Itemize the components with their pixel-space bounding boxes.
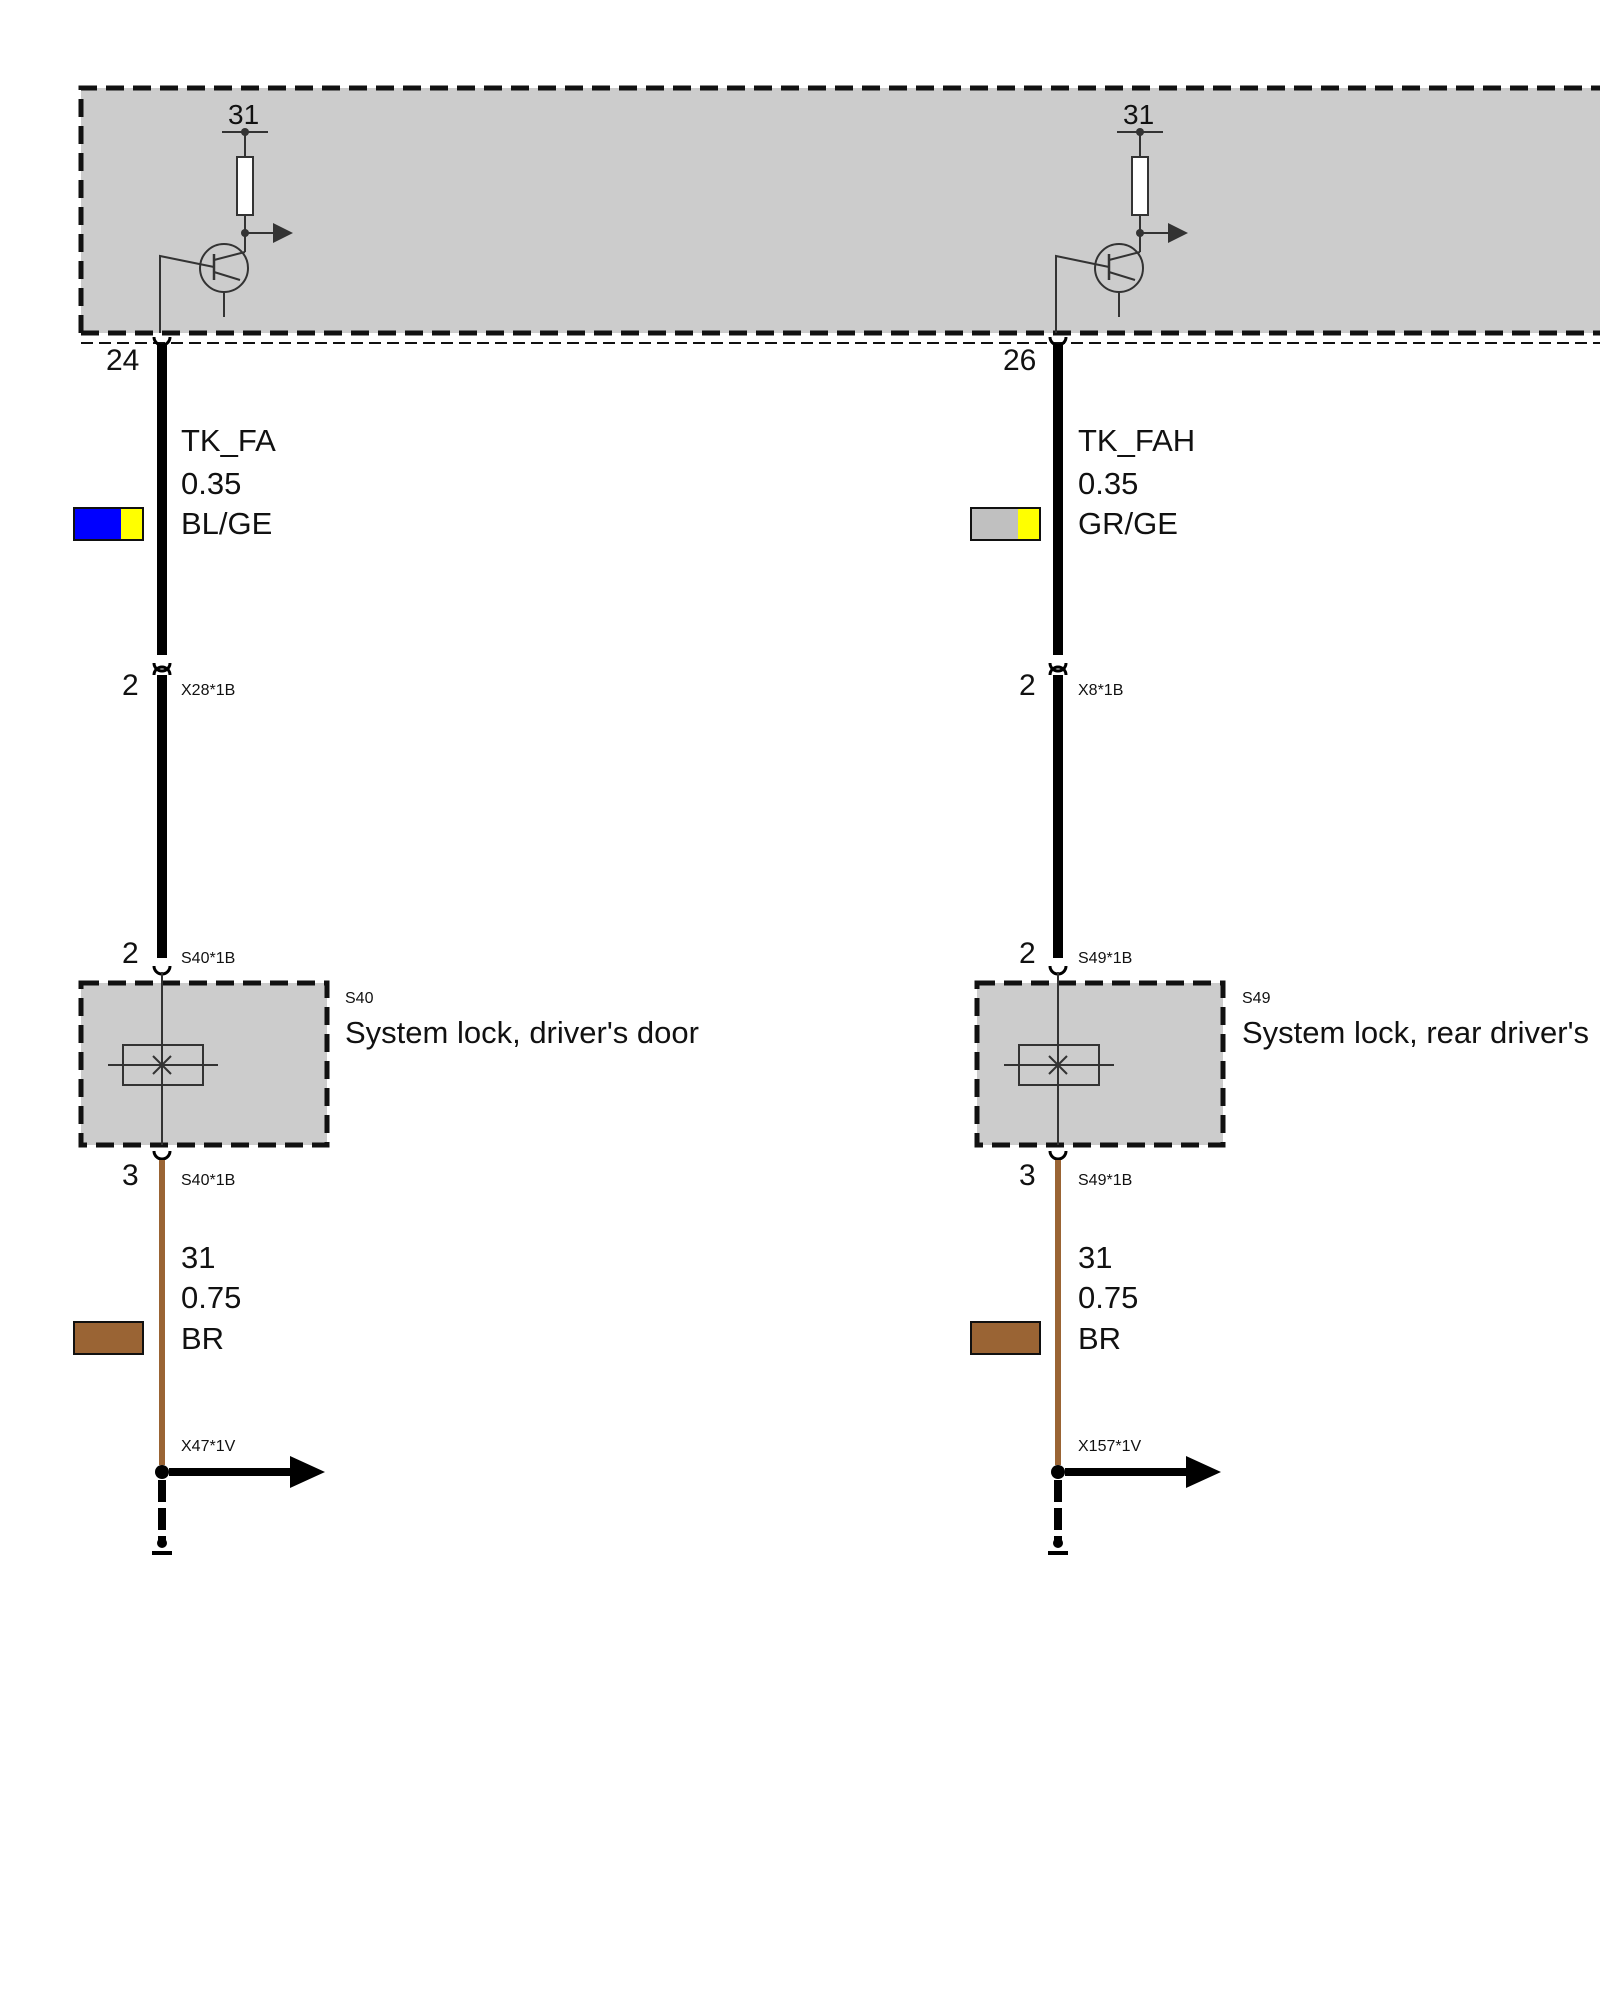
connector-pin-label: 2 — [1019, 669, 1036, 702]
ground-signal-label: 31 — [1078, 1240, 1112, 1275]
resistor-icon — [1131, 156, 1149, 216]
ground-color-label: BR — [181, 1321, 224, 1356]
arrow-right-icon — [290, 1456, 325, 1488]
unit-pin-label: 24 — [106, 344, 139, 377]
connector-pin-label: 2 — [122, 669, 139, 702]
lock-switch-icon — [122, 1044, 204, 1086]
unit-pin-label: 26 — [1003, 344, 1036, 377]
ground-label-31-left: 31 — [228, 99, 259, 130]
ground-point-icon — [1051, 1465, 1065, 1479]
ground-signal-label: 31 — [181, 1240, 215, 1275]
ground-connector-label: X157*1V — [1078, 1438, 1141, 1455]
switch-s40 — [78, 972, 330, 1148]
wire-color-label: GR/GE — [1078, 506, 1178, 541]
cross-section-label: 0.35 — [1078, 466, 1138, 501]
connector-label: X8*1B — [1078, 682, 1123, 699]
switch-s49 — [974, 972, 1226, 1148]
switch-id-label: S40 — [345, 990, 374, 1007]
wire-color-swatch — [970, 507, 1041, 541]
connector-icon — [152, 662, 172, 673]
signal-name-label: TK_FA — [181, 423, 276, 458]
switch-out-connector-label: S40*1B — [181, 1172, 235, 1189]
ground-connector-label: X47*1V — [181, 1438, 236, 1455]
ground-cross-section-label: 0.75 — [181, 1280, 241, 1315]
lock-switch-icon — [1018, 1044, 1100, 1086]
switch-in-connector-label: S40*1B — [181, 950, 235, 967]
switch-name-label: System lock, driver's door — [345, 1015, 699, 1050]
arrow-right-icon — [1186, 1456, 1221, 1488]
switch-id-label: S49 — [1242, 990, 1271, 1007]
connector-icon — [1048, 662, 1068, 673]
control-unit — [78, 85, 1600, 344]
transistor-stage-right: 31 — [1055, 99, 1188, 333]
ground-label-31-right: 31 — [1123, 99, 1154, 130]
switch-in-pin-label: 2 — [1019, 937, 1036, 970]
connector-label: X28*1B — [181, 682, 235, 699]
switch-in-connector-label: S49*1B — [1078, 950, 1132, 967]
switch-name-label: System lock, rear driver's — [1242, 1015, 1589, 1050]
ground-color-swatch — [73, 1321, 144, 1355]
ground-color-label: BR — [1078, 1321, 1121, 1356]
signal-name-label: TK_FAH — [1078, 423, 1195, 458]
wire-color-label: BL/GE — [181, 506, 272, 541]
switch-out-pin-label: 3 — [1019, 1159, 1036, 1192]
resistor-icon — [236, 156, 254, 216]
cross-section-label: 0.35 — [181, 466, 241, 501]
circuit-left: 24 TK_FA 0.35 BL/GE 2 X28*1B 2 S40*1B S4… — [73, 336, 699, 1555]
switch-out-pin-label: 3 — [122, 1159, 139, 1192]
ground-color-swatch — [970, 1321, 1041, 1355]
switch-in-pin-label: 2 — [122, 937, 139, 970]
wire-color-swatch — [73, 507, 144, 541]
circuit-right: 26 TK_FAH 0.35 GR/GE 2 X8*1B 2 S49*1B S4… — [970, 336, 1589, 1555]
switch-out-connector-label: S49*1B — [1078, 1172, 1132, 1189]
transistor-stage-left: 31 — [159, 99, 293, 333]
ground-point-icon — [155, 1465, 169, 1479]
ground-cross-section-label: 0.75 — [1078, 1280, 1138, 1315]
